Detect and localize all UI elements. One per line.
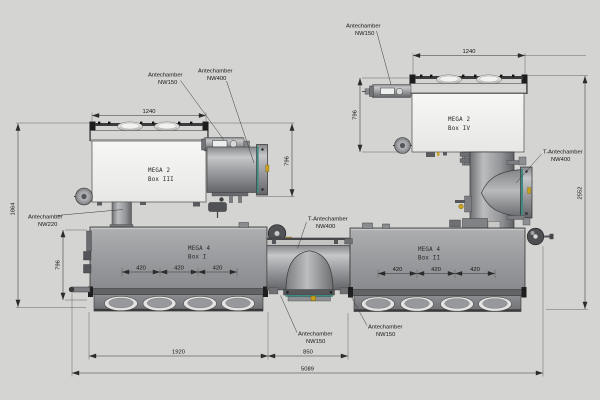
sight-window — [212, 140, 228, 148]
svg-text:420: 420 — [136, 266, 146, 272]
chamber-body — [411, 93, 525, 153]
svg-text:NW220: NW220 — [38, 222, 57, 228]
antechamber-nw150-right-device — [362, 84, 412, 98]
dim-box3-width: 1240 — [143, 109, 156, 115]
callout-antechamber-nw220: Antechamber — [28, 215, 63, 221]
svg-text:NW150: NW150 — [376, 332, 395, 338]
top-fitting — [382, 223, 390, 229]
side-fitting — [83, 251, 92, 261]
dim-box2-port-spacing: 420 420 420 — [377, 267, 496, 278]
dim-box4-height: 796 — [353, 110, 359, 120]
svg-text:420: 420 — [470, 267, 480, 273]
chamber-body — [89, 226, 268, 289]
sight-window — [380, 87, 395, 95]
underside-fittings — [97, 202, 200, 207]
dim-t-section-width: 850 — [303, 350, 313, 356]
dimension-lines: 1864 1240 796 796 1240 796 2552 — [11, 49, 588, 377]
svg-text:420: 420 — [393, 267, 403, 273]
callout-antechamber-nw150-left: Antechamber — [148, 73, 183, 79]
svg-text:420: 420 — [174, 266, 184, 272]
mega4-box-ii: MEGA 4 Box II — [344, 222, 554, 312]
top-fitting — [362, 222, 373, 229]
svg-text:420: 420 — [213, 266, 223, 272]
rail-clamps — [98, 121, 193, 125]
valve-body — [208, 202, 227, 212]
t-antechamber-right-device — [449, 151, 533, 230]
top-fitting — [238, 222, 249, 228]
dim-box4-width: 1240 — [463, 49, 476, 55]
svg-text:NW150: NW150 — [355, 31, 374, 37]
component-box-number: Box II — [418, 256, 440, 262]
antechamber-nw220-pipe — [111, 201, 132, 228]
mega4-box-i: MEGA 4 Box I — [68, 222, 292, 312]
t-antechamber-middle-device — [266, 237, 374, 302]
svg-text:420: 420 — [431, 267, 441, 273]
top-rail — [95, 123, 203, 126]
dim-box1-port-spacing: 420 420 420 — [121, 266, 238, 277]
chamber-body — [91, 140, 207, 203]
dim-left-height: 1864 — [11, 202, 17, 216]
clamp-accent — [310, 295, 316, 301]
component-label: MEGA 2 — [448, 117, 470, 123]
underside-fittings — [426, 152, 447, 157]
dome-cone — [285, 250, 334, 291]
callout-t-antechamber-middle: T-Antechamber — [308, 217, 348, 223]
callout-t-antechamber-right: T-Antechamber — [543, 150, 583, 156]
cylinder-body — [206, 146, 259, 193]
callout-antechamber-nw400-left: Antechamber — [198, 69, 233, 75]
dim-box1-width: 1920 — [172, 350, 185, 356]
seal-ring — [285, 295, 333, 297]
dim-right-height: 2552 — [578, 187, 584, 200]
callout-antechamber-nw150-bottom-left: Antechamber — [298, 332, 333, 338]
dim-total-width: 5089 — [301, 367, 314, 373]
svg-text:NW400: NW400 — [316, 224, 335, 230]
component-box-number: Box I — [188, 255, 206, 261]
dim-box1-height: 796 — [56, 260, 62, 270]
svg-text:NW150: NW150 — [158, 80, 177, 86]
callout-antechamber-nw150-bottom-right: Antechamber — [368, 325, 403, 331]
callout-antechamber-nw150-right: Antechamber — [346, 24, 381, 30]
rail-clamps — [420, 74, 515, 78]
side-stub — [71, 286, 91, 293]
furnace-ports — [361, 296, 512, 312]
side-fitting — [83, 264, 92, 274]
antechamber-nw400-left-device — [206, 144, 270, 218]
svg-text:NW150: NW150 — [306, 339, 325, 345]
component-box-number: Box III — [148, 177, 174, 183]
top-rail — [415, 76, 523, 79]
svg-text:NW400: NW400 — [207, 76, 226, 82]
component-label: MEGA 4 — [188, 246, 210, 252]
component-box-number: Box IV — [448, 126, 470, 132]
mega2-box-iii: MEGA 2 Box III — [74, 121, 209, 228]
component-label: MEGA 4 — [418, 247, 440, 253]
dim-box3-height: 796 — [285, 156, 291, 166]
clamp-accent — [265, 164, 270, 172]
clamp-accent — [527, 187, 531, 194]
mega2-box-iv: MEGA 2 Box IV — [393, 74, 528, 157]
svg-text:NW400: NW400 — [551, 157, 570, 163]
furnace-ports — [104, 295, 255, 311]
callout-labels: Antechamber NW150 Antechamber NW400 Ante… — [28, 24, 583, 346]
seal-ring — [521, 169, 523, 216]
component-label: MEGA 2 — [148, 168, 170, 174]
valve-accent — [458, 203, 464, 209]
